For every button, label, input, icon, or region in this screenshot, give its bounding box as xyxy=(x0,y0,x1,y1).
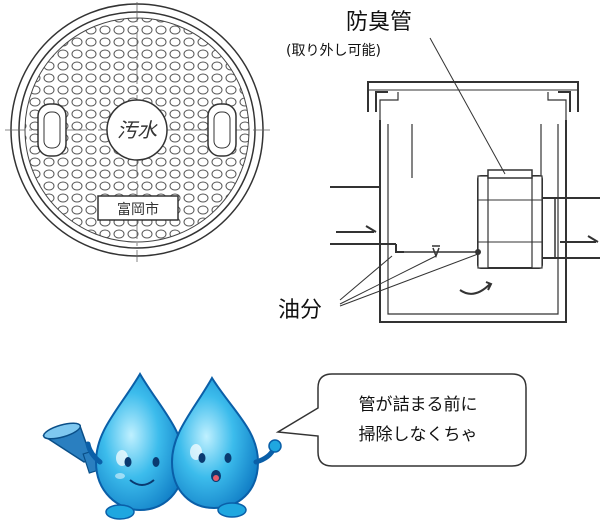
oil-leader-3 xyxy=(339,253,479,307)
cover-emblem-text: 汚水 xyxy=(117,118,158,142)
cover-nameplate xyxy=(97,195,179,221)
oil-leader-2 xyxy=(339,255,437,305)
oil-leader-1 xyxy=(339,255,393,301)
speech-line-2: 掃除しなくちゃ xyxy=(358,425,478,445)
removable-note: (取り外し可能) xyxy=(286,43,381,59)
cover-emblem xyxy=(106,99,168,161)
cover-handle-right xyxy=(207,103,237,157)
mascot-right-drop xyxy=(170,376,282,518)
manhole-cover: 汚水 富岡市 xyxy=(5,2,270,262)
cover-nameplate-text: 富岡市 xyxy=(117,201,159,218)
grease-trap-section xyxy=(330,81,600,323)
flow-arrow-in xyxy=(336,225,377,233)
anti-odor-pipe xyxy=(477,169,543,269)
speech-bubble xyxy=(275,373,527,467)
speech-line-1: 管が詰まる前に xyxy=(358,395,478,415)
mascot-left-drop xyxy=(42,372,186,520)
circulation-arrow xyxy=(459,283,491,295)
oil-label: 油分 xyxy=(278,298,323,323)
anti-odor-pipe-label: 防臭管 xyxy=(346,10,413,35)
oil-point xyxy=(475,249,481,255)
cover-handle-left xyxy=(37,103,67,157)
water-level-marker xyxy=(432,245,440,259)
speech-bubble-text: 管が詰まる前に 掃除しなくちゃ xyxy=(318,390,518,450)
funnel-icon xyxy=(42,422,100,474)
pipe-leader-line xyxy=(429,37,506,175)
flow-arrow-out xyxy=(560,235,599,243)
